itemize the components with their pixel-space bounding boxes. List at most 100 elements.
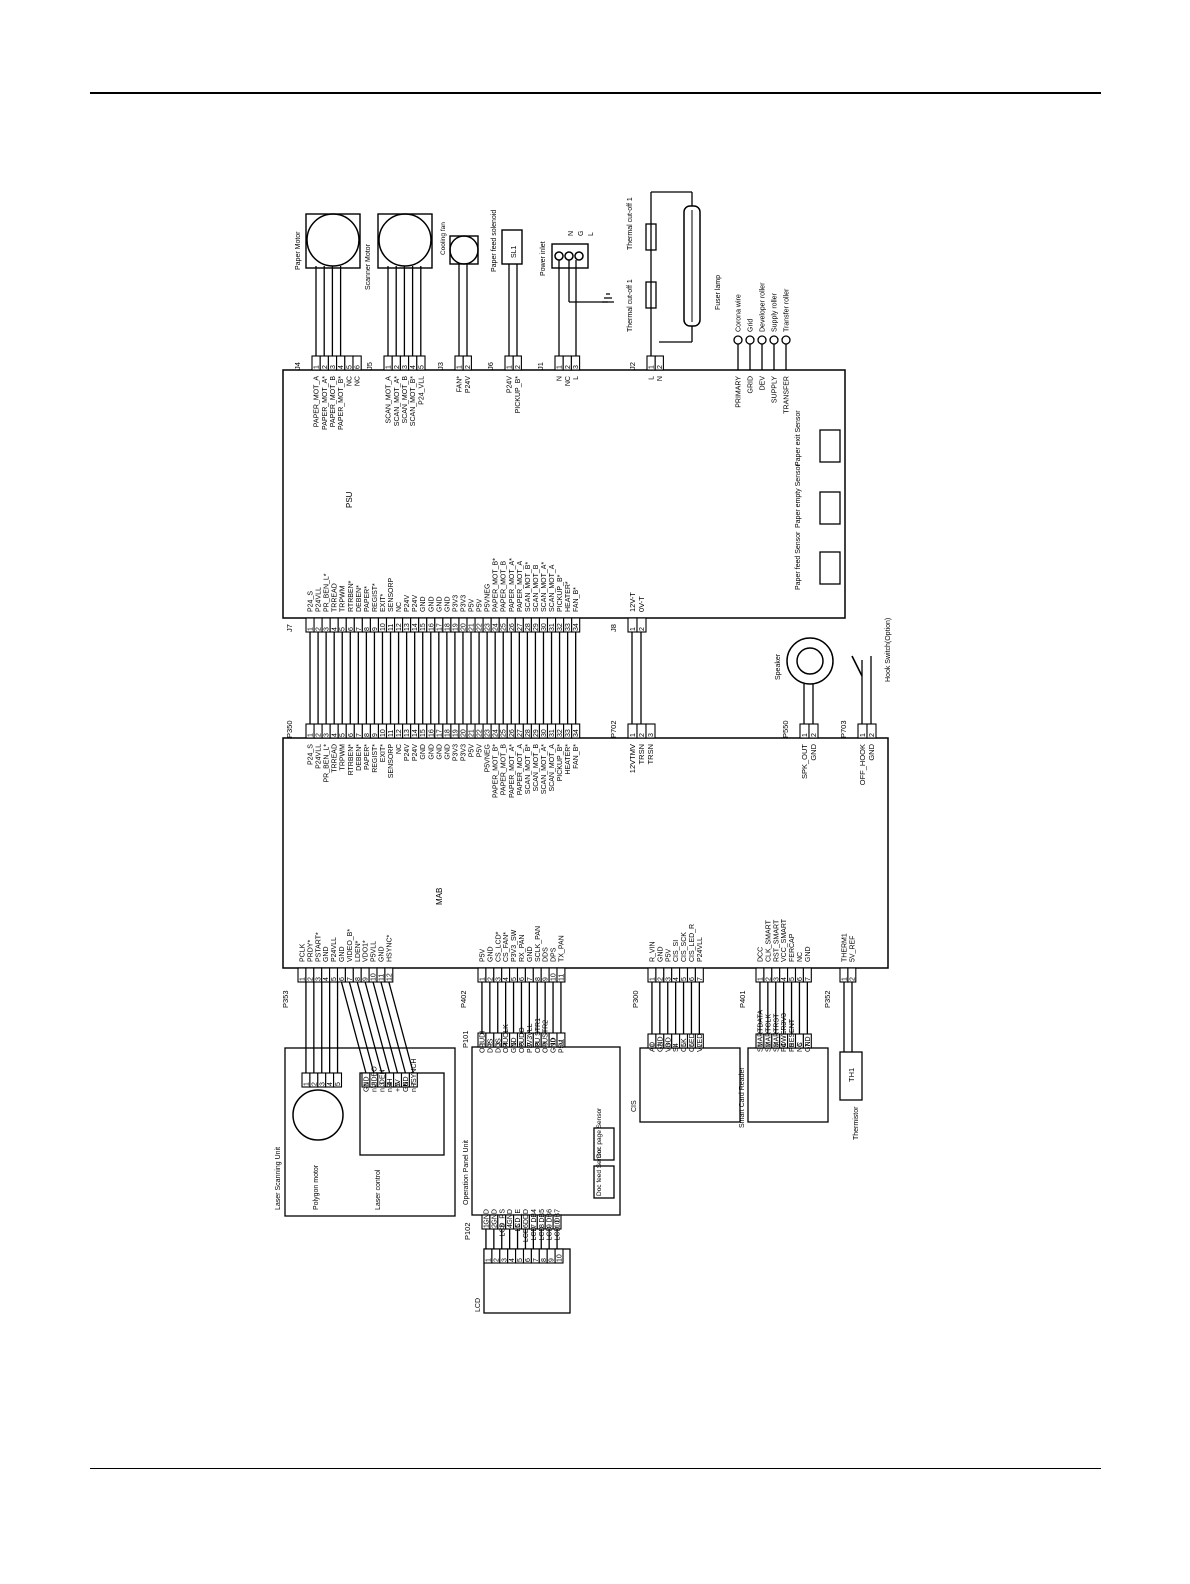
pin-number: 20 (460, 729, 467, 737)
pin-number: 11 (378, 974, 385, 981)
pin-number: 7 (531, 1224, 538, 1228)
pin-number: 28 (525, 623, 532, 631)
pin-number: 3 (495, 977, 502, 981)
pin-label: GND (527, 946, 534, 962)
pin-label: EXIT* (380, 744, 387, 763)
pin-number: 1 (507, 365, 514, 369)
pin-label: P24V (412, 595, 419, 612)
connector-name: J4 (293, 362, 302, 370)
pin-box (694, 1033, 704, 1049)
pin-label: PAPER_MOT_B* (493, 744, 500, 798)
pin-number: 22 (477, 623, 484, 631)
pin-label: NC (396, 602, 403, 612)
pin-label: PICKUP_B* (515, 376, 522, 414)
pin-number: 4 (332, 627, 339, 631)
pin-label: NC (565, 376, 572, 386)
pin-label: SCAN_MOT_B* (525, 562, 532, 612)
pin-number: 11 (558, 974, 565, 981)
pin-number: 3 (379, 1082, 386, 1086)
hv-output-label: Developer roller (760, 282, 767, 332)
pin-label: P24_S (308, 744, 315, 765)
pin-label: TRSN (637, 744, 646, 764)
pin-label: CS_FAN* (503, 932, 510, 962)
power-inlet-label: Power inlet (540, 241, 547, 276)
pin-number: 29 (533, 623, 540, 631)
speaker-label: Speaker (775, 653, 782, 680)
pin-number: 32 (557, 623, 564, 631)
pin-number: 7 (356, 627, 363, 631)
pin-number: 1 (308, 627, 315, 631)
pin-label: P3V3 (452, 595, 459, 612)
header-rule (90, 92, 1101, 94)
pin-number: 5 (331, 977, 338, 981)
pin-label: GND (323, 946, 330, 962)
hv-signal-label: PRIMARY (736, 376, 743, 408)
connector-name: P102 (463, 1222, 472, 1240)
cooling-fan-frame (449, 235, 479, 265)
pin-number: 1 (630, 627, 637, 631)
pin-label: RX_PAN (519, 935, 526, 963)
pin-number: 10 (551, 973, 558, 981)
pin-number: 1 (841, 977, 848, 981)
pin-number: 2 (491, 1224, 498, 1228)
pin-number: 2 (515, 365, 522, 369)
pin-label: SCAN_MOT_A* (541, 744, 548, 794)
pin-number: 13 (404, 729, 411, 737)
paper-exit-sensor-label: Paper exit Sensor (795, 410, 802, 466)
pin-number: 32 (557, 729, 564, 737)
pin-number: 2 (311, 1082, 318, 1086)
pin-box (352, 355, 362, 371)
pin-number: 3 (665, 977, 672, 981)
pin-label: GND (487, 946, 494, 962)
pin-label: P5V (558, 1039, 565, 1053)
pin-label: PCLK (299, 943, 306, 962)
pin-number: 26 (509, 623, 516, 631)
pin-label: P24V (404, 595, 411, 612)
pin-number: 3 (773, 977, 780, 981)
pin-number: 13 (404, 623, 411, 631)
pin-number: 4 (509, 1258, 516, 1262)
pin-label: GND (403, 1076, 410, 1092)
pin-number: 21 (469, 729, 476, 737)
pin-number: 6 (355, 365, 362, 369)
pin-number: 7 (697, 1043, 704, 1047)
pin-number: 2 (316, 733, 323, 737)
pin-box (512, 355, 522, 371)
hv-signal-label: GRID (748, 376, 755, 394)
power-inlet-body (551, 243, 589, 269)
pin-label: TRSN (646, 744, 655, 764)
pin-label: HEATER* (565, 744, 572, 775)
pin-label: P5V (469, 598, 476, 612)
pin-number: 4 (327, 1082, 334, 1086)
pin-number: 9 (547, 1224, 554, 1228)
pin-label: NC (396, 744, 403, 754)
pin-number: 1 (485, 1258, 492, 1262)
pin-number: 3 (573, 365, 580, 369)
thermal-cutoff-1-label: Thermal cut-off 1 (627, 197, 634, 250)
cooling-fan-circle (449, 235, 479, 265)
pin-number: 7 (805, 1043, 812, 1047)
connector-name: J7 (285, 624, 294, 632)
pin-number: 1 (649, 977, 656, 981)
pin-number: 2 (765, 1043, 772, 1047)
pin-label: P3V3 (452, 744, 459, 761)
pin-label: P24V (465, 376, 472, 393)
pin-label: NC (355, 376, 362, 386)
pin-number: 4 (332, 733, 339, 737)
pin-number: 29 (533, 729, 540, 737)
smart-card-label: Smart Card Reader (739, 1067, 746, 1128)
pin-number: 6 (525, 1258, 532, 1262)
psu-label: PSU (345, 491, 354, 508)
pin-label: OPUDI (479, 1031, 486, 1053)
solenoid-box (501, 229, 523, 265)
pin-label: FAN_B* (573, 587, 580, 612)
hv-output-label: Supply roller (772, 292, 779, 332)
pin-number: 2 (849, 977, 856, 981)
pin-number: 7 (805, 977, 812, 981)
doc-feed-sensor-box (593, 1165, 615, 1199)
pin-label: PAPER_MOT_A* (509, 744, 516, 798)
pin-number: 2 (869, 733, 876, 737)
pin-label: DEBEN* (356, 744, 363, 771)
pin-number: 5 (681, 1043, 688, 1047)
pin-label: LDEN* (355, 940, 362, 962)
